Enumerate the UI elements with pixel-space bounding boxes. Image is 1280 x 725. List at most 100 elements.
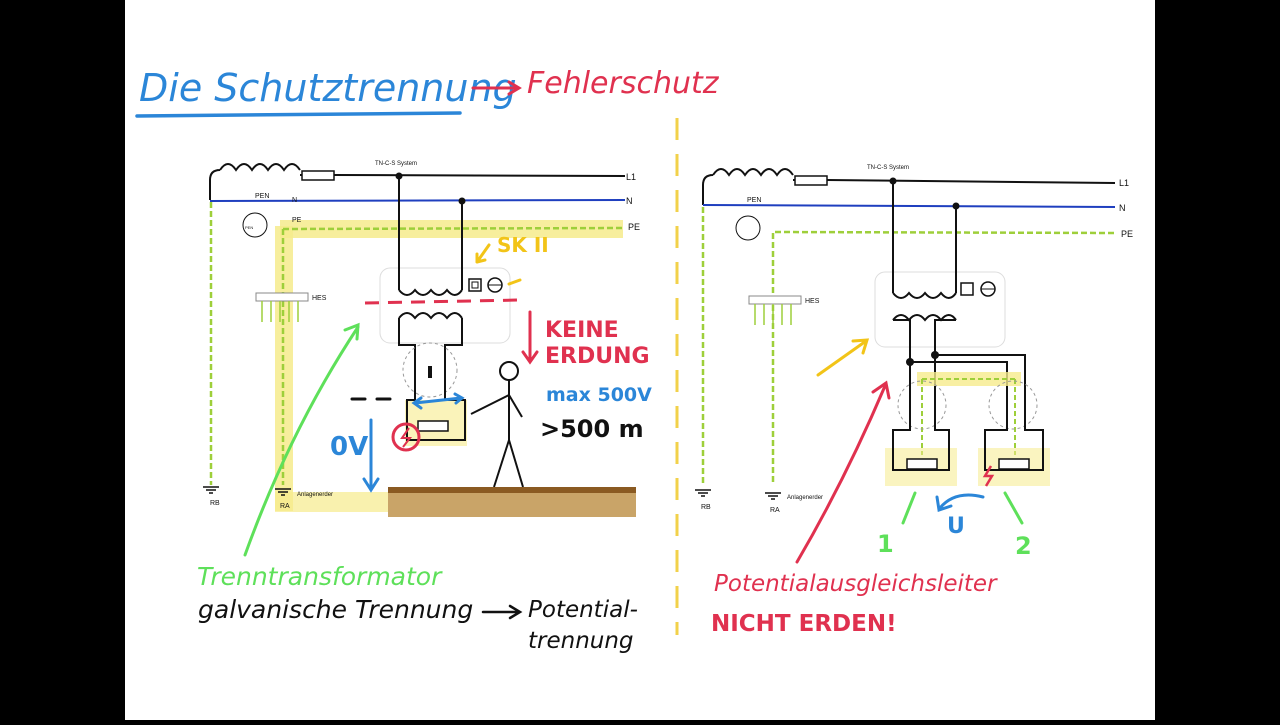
r-secondary-leads: [893, 319, 956, 362]
r-green-line-2: [1003, 491, 1024, 525]
r-equipotential-wire: [921, 378, 1016, 455]
transformer-note: Trenntransformator: [197, 562, 443, 591]
person-icon: [470, 361, 524, 488]
not-ground-note: NICHT ERDEN!: [711, 611, 897, 637]
r-anlagenerder-label: Anlagenerder: [787, 495, 823, 501]
r-n-label: N: [1119, 203, 1126, 213]
bottom-notes: Trenntransformator galvanische Trennung …: [197, 562, 998, 654]
r-bus-wires: [909, 354, 1026, 395]
r-rb-label: RB: [701, 504, 711, 511]
n-label: N: [626, 196, 633, 206]
r-ra-label: RA: [770, 507, 780, 514]
r-yellow-arrow: [816, 338, 870, 377]
r-pen-split-circle: [735, 215, 761, 241]
title-underline: [135, 111, 462, 118]
whiteboard: Die Schutztrennung Fehlerschutz L1 TN-C-…: [125, 0, 1155, 720]
r-equipotential-highlight: [917, 372, 1021, 386]
transformer-green-arrow: [243, 322, 360, 557]
sk2-arrow: [475, 243, 491, 264]
secondary-coil: [398, 312, 463, 320]
hes-bar: [255, 292, 309, 302]
anlagenerder-label: Anlagenerder: [297, 492, 333, 498]
device-blue-arrow: [411, 392, 465, 410]
zero-volt-label: 0V: [330, 432, 368, 462]
r-hes-label: HES: [805, 298, 820, 305]
r-secondary-coil: [892, 314, 957, 322]
r-l1-wire: [793, 179, 1116, 184]
r-hes-terminals: [754, 304, 792, 325]
pe-wire: [282, 226, 626, 231]
primary-coil: [398, 288, 463, 296]
r-rb-ground-icon: [695, 489, 711, 497]
r-supply-coil: [702, 168, 794, 205]
fault-circle: [391, 422, 421, 452]
l1-wire: [300, 174, 626, 177]
diagram-canvas: Die Schutztrennung Fehlerschutz L1 TN-C-…: [135, 66, 1133, 654]
title-main: Die Schutztrennung: [139, 66, 517, 110]
n-wire: [209, 199, 626, 202]
ra-label: RA: [280, 503, 290, 510]
galvanic-note-line2b: trennung: [528, 628, 634, 654]
r-ra-ground-icon: [765, 492, 781, 500]
r-transformer-box: [874, 271, 1006, 348]
r-fault-bolt-icon: [982, 465, 995, 487]
r-green-line-1: [901, 491, 917, 525]
galvanic-note-line2a: Potential-: [528, 597, 638, 623]
left-diagram: L1 TN-C-S System N PEN N PE PE PEN HES R…: [203, 161, 652, 557]
r-n-wire: [702, 204, 1116, 208]
r-red-arrow: [795, 380, 891, 564]
socket-outline: [402, 342, 458, 398]
r-fuse: [794, 175, 828, 186]
keine-arrow: [521, 310, 539, 365]
ra-ground-icon: [275, 488, 291, 496]
r-primary-leads: [892, 181, 957, 293]
ground-surface-top: [388, 487, 636, 493]
r-pe-wire: [774, 230, 1116, 235]
r-resistor-2: [998, 458, 1030, 470]
ground-highlight: [275, 492, 395, 512]
rb-ground-icon: [203, 486, 219, 494]
r-resistor-1: [906, 458, 938, 470]
pe-label: PE: [628, 222, 640, 232]
sk2-box-icon: [468, 278, 482, 292]
pen-label: PEN: [255, 193, 269, 200]
transformer-box: [379, 267, 511, 344]
r-hes-bar: [748, 295, 802, 305]
r-socket-2: [988, 380, 1038, 430]
max-voltage-label: max 500V: [546, 384, 652, 406]
secondary-leads: [398, 318, 463, 372]
equipotential-note: Potentialausgleichsleiter: [714, 571, 998, 597]
keine-label: KEINE: [545, 318, 619, 343]
zero-volt-arrow: [362, 418, 380, 493]
pen-split-label: PEN: [245, 225, 253, 230]
length-label: >500 m: [540, 415, 644, 443]
r-pen-label: PEN: [747, 197, 761, 204]
r-voltage-arrow: [935, 493, 985, 512]
supply-coil: [209, 163, 301, 200]
pen-split-circle: [242, 212, 268, 238]
red-dashed-separation: [364, 298, 521, 305]
pe-highlight: [280, 220, 623, 238]
pe-pin: [428, 366, 432, 378]
r-device-2-label: 2: [1015, 532, 1032, 560]
galvanic-arrow: [481, 604, 523, 620]
system-label: TN-C-S System: [375, 161, 417, 167]
title-group: Die Schutztrennung Fehlerschutz: [135, 66, 720, 118]
rb-label: RB: [210, 500, 220, 507]
title-arrow: [471, 80, 522, 96]
fault-bolt-icon: [400, 427, 413, 448]
l1-label: L1: [626, 172, 636, 182]
erdung-label: ERDUNG: [545, 344, 650, 369]
r-voltage-label: U: [947, 514, 965, 539]
right-diagram: L1 TN-C-S System N PEN PE HES RB RA Anla…: [695, 165, 1133, 564]
pe-small-label: PE: [292, 217, 302, 224]
title-arrow-target: Fehlerschutz: [527, 66, 720, 101]
primary-leads: [398, 176, 463, 290]
sk2-label: SK II: [497, 233, 549, 257]
sk2-arrow2: [507, 278, 522, 286]
heater-resistor: [417, 420, 449, 432]
sk2-box-inner: [471, 281, 479, 289]
r-pe-label: PE: [1121, 229, 1133, 239]
r-device-1-leads: [892, 395, 950, 471]
